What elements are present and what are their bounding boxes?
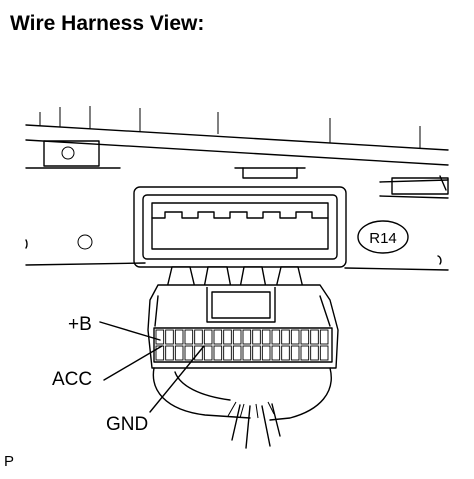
- terminal-cavity: [184, 329, 194, 345]
- terminal-cavity: [213, 329, 223, 345]
- terminal-cavity: [261, 329, 271, 345]
- terminal-cavity: [203, 329, 213, 345]
- terminal-cavities: [155, 329, 329, 361]
- terminal-cavity: [310, 345, 319, 361]
- diagram-title: Wire Harness View:: [10, 12, 204, 35]
- terminal-cavity: [271, 329, 281, 345]
- leader-plus-b: [99, 321, 161, 341]
- terminal-cavity: [310, 329, 319, 345]
- terminal-cavity: [203, 345, 213, 361]
- panel-housing: [25, 106, 449, 271]
- terminal-cavity: [252, 329, 261, 345]
- label-acc: ACC: [52, 369, 92, 390]
- terminal-cavity: [261, 345, 271, 361]
- terminal-cavity: [174, 345, 184, 361]
- terminal-cavity: [223, 329, 232, 345]
- terminal-cavity: [223, 345, 232, 361]
- terminal-cavity: [155, 329, 165, 345]
- terminal-cavity: [319, 345, 329, 361]
- connector-code: R14: [369, 230, 397, 247]
- connector-code-tag: R14: [357, 220, 409, 254]
- label-plus-b: +B: [68, 314, 92, 335]
- terminal-cavity: [184, 345, 194, 361]
- terminal-cavity: [165, 345, 174, 361]
- terminal-cavity: [232, 345, 242, 361]
- terminal-cavity: [242, 345, 252, 361]
- terminal-cavity: [300, 329, 310, 345]
- terminal-cavity: [242, 329, 252, 345]
- terminal-cavity: [281, 329, 290, 345]
- terminal-cavity: [281, 345, 290, 361]
- panel-receptacle: [133, 167, 347, 268]
- terminal-cavity: [290, 329, 300, 345]
- leader-gnd: [149, 345, 205, 413]
- terminal-cavity: [165, 329, 174, 345]
- terminal-cavity: [213, 345, 223, 361]
- terminal-cavity: [155, 345, 165, 361]
- terminal-cavity: [252, 345, 261, 361]
- terminal-cavity: [194, 329, 203, 345]
- terminal-cavity: [232, 329, 242, 345]
- label-gnd: GND: [106, 414, 148, 435]
- terminal-cavity: [290, 345, 300, 361]
- corner-mark: P: [4, 453, 14, 470]
- terminal-cavity: [319, 329, 329, 345]
- leader-acc: [103, 345, 163, 381]
- terminal-cavity: [174, 329, 184, 345]
- terminal-cavity: [271, 345, 281, 361]
- harness-connector: [147, 266, 339, 369]
- terminal-cavity: [300, 345, 310, 361]
- wire-bundle: [152, 367, 332, 449]
